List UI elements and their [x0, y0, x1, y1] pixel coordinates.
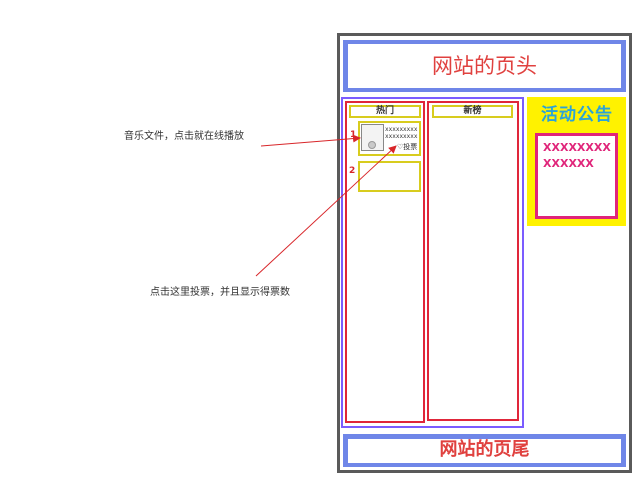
music-file-thumbnail[interactable]	[361, 124, 384, 151]
tab-new[interactable]: 新榜	[432, 105, 513, 118]
tab-hot[interactable]: 热门	[349, 105, 421, 118]
item-rank-2: 2	[349, 166, 356, 176]
footer-box: 网站的页尾	[348, 439, 621, 463]
item-title-line2: xxxxxxxxx	[385, 133, 418, 140]
footer-text: 网站的页尾	[439, 439, 530, 460]
cd-icon	[368, 141, 376, 149]
annotation-vote: 点击这里投票，并且显示得票数	[150, 287, 290, 298]
arrow-to-vote-button	[255, 145, 397, 277]
vote-button[interactable]: ♡投票	[397, 143, 418, 151]
new-column	[427, 101, 519, 421]
announcement-body: XXXXXXXXXXXXXX	[543, 141, 611, 170]
announcement-title: 活动公告	[541, 105, 613, 125]
arrow-to-music-file	[260, 134, 361, 147]
announcement-box: XXXXXXXXXXXXXX	[535, 133, 618, 219]
annotation-music: 音乐文件，点击就在线播放	[124, 131, 244, 142]
header-text: 网站的页头	[432, 54, 537, 78]
header-box: 网站的页头	[348, 44, 621, 88]
item-title-line1: xxxxxxxxx	[385, 126, 418, 133]
list-item	[358, 161, 421, 192]
tab-new-label: 新榜	[463, 106, 482, 116]
tab-hot-label: 热门	[375, 106, 394, 116]
